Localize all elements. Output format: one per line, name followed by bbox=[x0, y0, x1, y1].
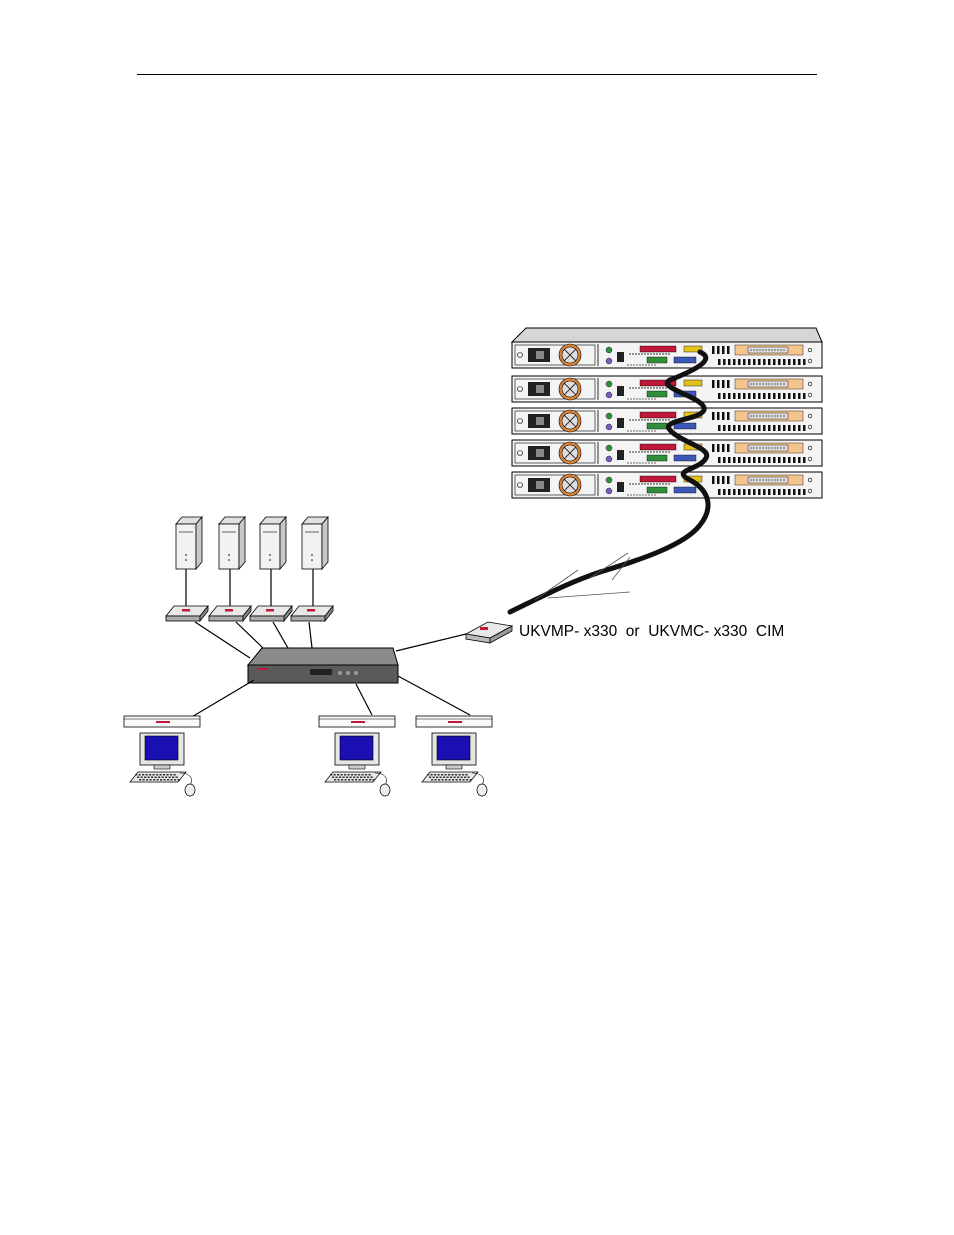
cim-caption: UKVMP- x330 or UKVMC- x330 CIM bbox=[519, 623, 784, 641]
user-stations bbox=[124, 716, 492, 796]
rack-server-5 bbox=[512, 472, 822, 498]
keyboard-2 bbox=[325, 772, 381, 782]
tower-servers bbox=[176, 517, 328, 569]
tower-server-3 bbox=[260, 517, 286, 569]
tower-server-4 bbox=[302, 517, 328, 569]
rack-top-lid bbox=[512, 328, 822, 342]
user-station-1 bbox=[124, 716, 200, 796]
tower-cim-2 bbox=[209, 606, 251, 621]
cim-adapter-main bbox=[466, 622, 512, 643]
tower-cim-1 bbox=[166, 606, 208, 621]
monitor-2 bbox=[335, 733, 379, 769]
tower-server-1 bbox=[176, 517, 202, 569]
monitor-1 bbox=[140, 733, 184, 769]
user-station-3 bbox=[416, 716, 492, 796]
keyboard-3 bbox=[422, 772, 478, 782]
connection-lines bbox=[186, 569, 470, 718]
rack-server-1 bbox=[512, 342, 822, 368]
user-station-2 bbox=[319, 716, 395, 796]
tower-cim-4 bbox=[291, 606, 333, 621]
rack-server-4 bbox=[512, 440, 822, 466]
rack-server-stack bbox=[512, 328, 822, 498]
tower-server-2 bbox=[219, 517, 245, 569]
kvm-switch bbox=[248, 648, 398, 683]
monitor-3 bbox=[432, 733, 476, 769]
tower-cim-3 bbox=[250, 606, 292, 621]
tower-cims bbox=[166, 606, 333, 621]
keyboard-1 bbox=[130, 772, 186, 782]
